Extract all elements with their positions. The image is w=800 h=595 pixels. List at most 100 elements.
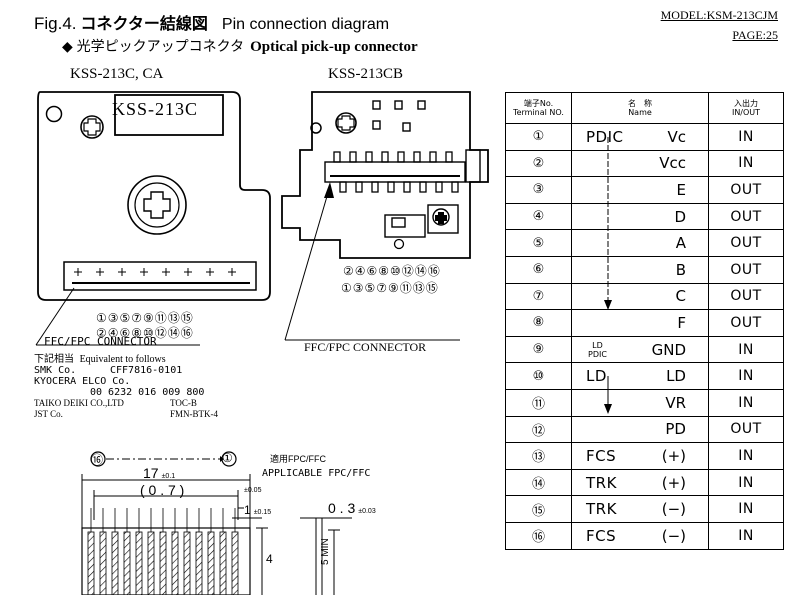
center-board-outline [281,91,489,259]
terminal-number: ⑨ [505,335,572,364]
figure-title-jp: コネクター結線図 [80,14,208,33]
signal-label: Vc [667,127,686,146]
leader-line [35,287,75,346]
io-direction: OUT [708,415,784,444]
equiv-maker: JST Co. [34,409,63,419]
signal-label: (+) [661,446,686,465]
dim-width: 17±0.1 [143,465,175,481]
signal-name-wrap: C [572,284,708,310]
signal-label: F [677,313,686,332]
signal-name: B [571,255,709,284]
equiv-part: TOC-B [170,398,197,408]
dim-pitch: 1±0.15 [244,503,271,517]
equiv-heading-en: Equivalent to follows [79,354,166,365]
signal-label: GND [651,340,686,359]
terminal-number: ④ [505,202,572,231]
signal-group: FCS [586,446,617,465]
terminal-number: ⑫ [505,415,572,444]
center-connector-label: FFC/FPC CONNECTOR [304,340,427,354]
leader-line [284,185,331,341]
signal-group: TRK [586,473,617,492]
signal-name: FCS (−) [571,521,709,550]
dim-pitch-value: 1 [244,503,251,517]
terminal-number: ⑪ [505,388,572,417]
model-label: MODEL:KSM-213CJM [660,8,778,22]
signal-name: VR [571,388,709,417]
center-pin-row-odd: ①③⑤⑦⑨⑪⑬⑮ [341,281,439,295]
figure-title-en: Pin connection diagram [221,16,390,33]
figure-title: Fig.4.コネクター結線図 Pin connection diagram [34,10,389,34]
header-name-en: Name [628,108,652,117]
dim-min-length: 5 MIN [320,538,331,565]
signal-name-wrap: FCS (+) [572,443,708,469]
left-pin-row-even: ②④⑥⑧⑩⑫⑭⑯ [96,326,194,340]
signal-name-wrap: PDIC Vc [572,124,708,150]
dim-width-value: 17 [143,465,159,481]
signal-label: LD [666,367,686,386]
fpc-contacts [87,531,239,595]
equiv-maker: KYOCERA ELCO Co. [34,376,131,387]
fpc-applicable-en: APPLICABLE FPC/FFC [262,468,371,479]
signal-group: TRK [586,500,617,519]
signal-name: A [571,229,709,257]
signal-name-wrap: B [572,257,708,283]
fpc-pin-16: ⑯ [91,453,104,467]
signal-label: (−) [661,526,686,545]
left-diagram-caption: KSS-213C, CA [70,66,164,82]
signal-name-wrap: VR [572,390,708,416]
screw-icon [80,115,104,139]
signal-group: PDIC [586,127,624,146]
dim-tol-a: ±0.05 [244,487,262,494]
signal-name-wrap: F [572,310,708,336]
ffc-connector [63,261,257,291]
io-direction: IN [708,335,784,364]
signal-name-wrap: Vcc [572,151,708,177]
header-io-jp: 入出力 [734,99,758,108]
table-row: ④ D OUT [505,202,784,231]
io-direction: IN [708,442,784,470]
signal-label: Vcc [659,154,686,173]
mount-hole-icon [45,105,63,123]
large-screw-icon [127,175,187,235]
signal-group: FCS [586,526,617,545]
terminal-number: ⑯ [505,521,572,550]
io-direction: OUT [708,202,784,231]
equiv-part: FMN-BTK-4 [170,409,219,419]
label-box-text: KSS-213C [112,99,199,119]
signal-label: VR [665,393,686,412]
left-connector-label: FFC/FPC CONNECTOR [44,335,157,348]
io-direction: IN [708,468,784,497]
io-direction: OUT [708,255,784,284]
header-io-en: IN/OUT [731,108,761,117]
adjust-screw-icon [427,204,459,234]
signal-name-wrap: TRK (−) [572,496,708,522]
equiv-maker: TAIKO DEIKI CO.,LTD [34,398,124,408]
label-box [114,94,224,136]
signal-label: D [674,207,686,226]
signal-label: (−) [661,500,686,519]
board-outline [37,91,271,301]
figure-number: Fig.4. [34,14,77,33]
signal-name-wrap: TRK(+) [572,470,708,496]
center-pin-row-even: ②④⑥⑧⑩⑫⑭⑯ [343,264,441,278]
signal-name: D [571,202,709,231]
